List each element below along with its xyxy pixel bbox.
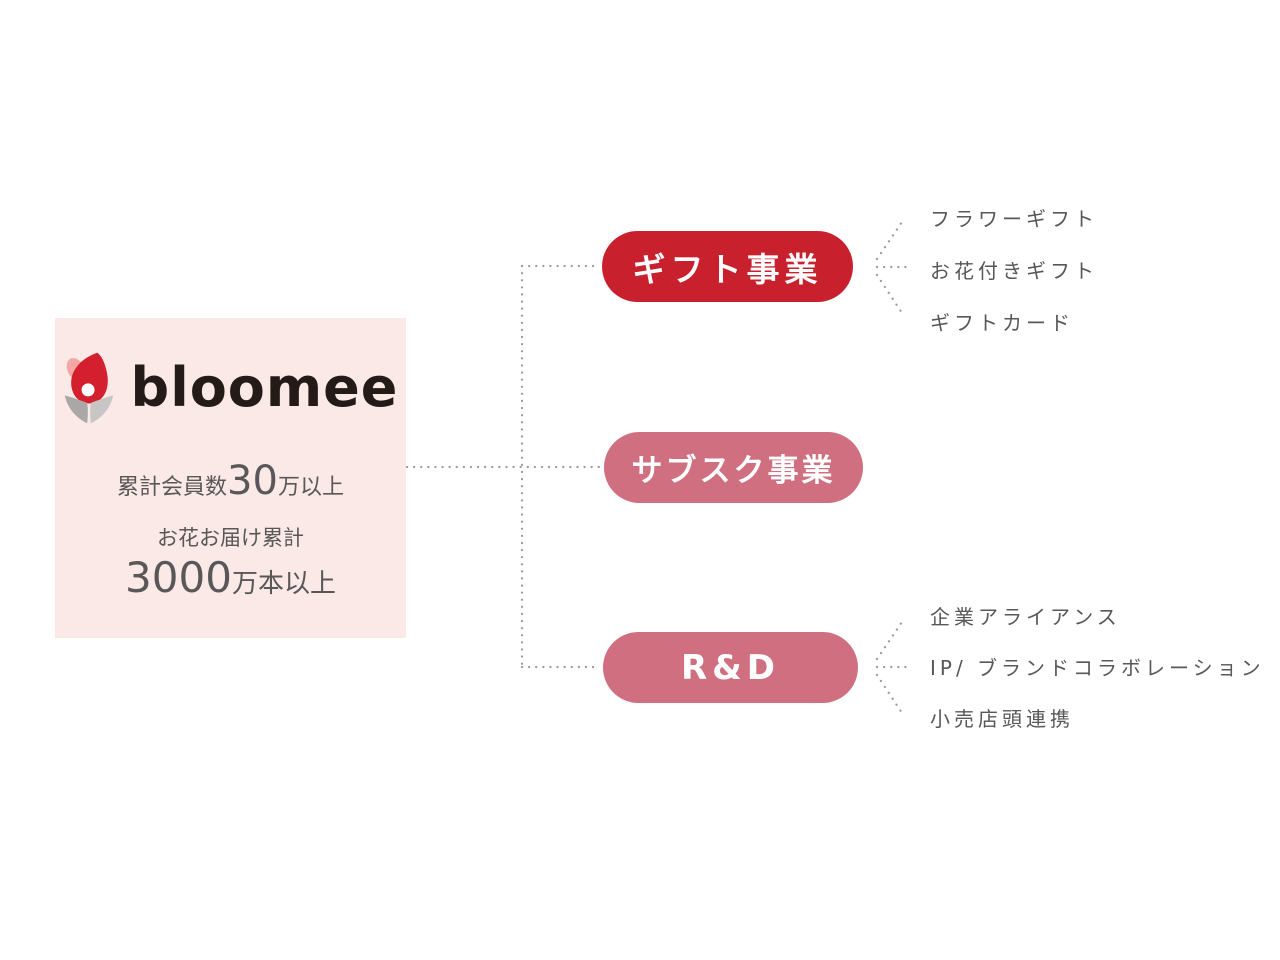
tulip-logo-icon bbox=[64, 352, 113, 424]
leaf-corporate-alliance: 企業アライアンス bbox=[930, 605, 1121, 629]
delivery-stat: 3000万本以上 bbox=[55, 553, 406, 609]
fan-rd-up bbox=[875, 617, 906, 661]
members-stat: 累計会員数30万以上 bbox=[55, 457, 406, 512]
branch-pill-gift: ギフト事業 bbox=[602, 231, 853, 302]
delivery-stat-label: お花お届け累計 bbox=[157, 526, 304, 550]
delivery-stat-suffix: 万本以上 bbox=[231, 569, 336, 599]
leaf-ip-brand-collaboration: IP/ ブランドコラボレーション bbox=[930, 656, 1265, 680]
leaf-flower-attached-gift: お花付きギフト bbox=[930, 259, 1098, 283]
leaf-gift-card: ギフトカード bbox=[930, 311, 1074, 335]
members-stat-value: 30 bbox=[227, 458, 278, 504]
brand-wordmark: bloomee bbox=[130, 356, 399, 419]
fan-rd-down bbox=[875, 673, 906, 718]
members-stat-suffix: 万以上 bbox=[277, 475, 344, 500]
leaf-retail-store-partnership: 小売店頭連携 bbox=[930, 707, 1074, 731]
branch-pill-subscription: サブスク事業 bbox=[604, 432, 863, 503]
company-card: bloomee 累計会員数30万以上 お花お届け累計 3000万本以上 bbox=[55, 318, 406, 638]
fan-gift-up bbox=[875, 217, 906, 261]
bloomee-logo: bloomee bbox=[55, 350, 406, 426]
leaf-flower-gift: フラワーギフト bbox=[930, 207, 1098, 231]
fan-gift-down bbox=[875, 273, 906, 318]
delivery-stat-value: 3000 bbox=[125, 553, 232, 602]
members-stat-prefix: 累計会員数 bbox=[117, 475, 228, 500]
branch-pill-rd: R&D bbox=[603, 632, 858, 703]
